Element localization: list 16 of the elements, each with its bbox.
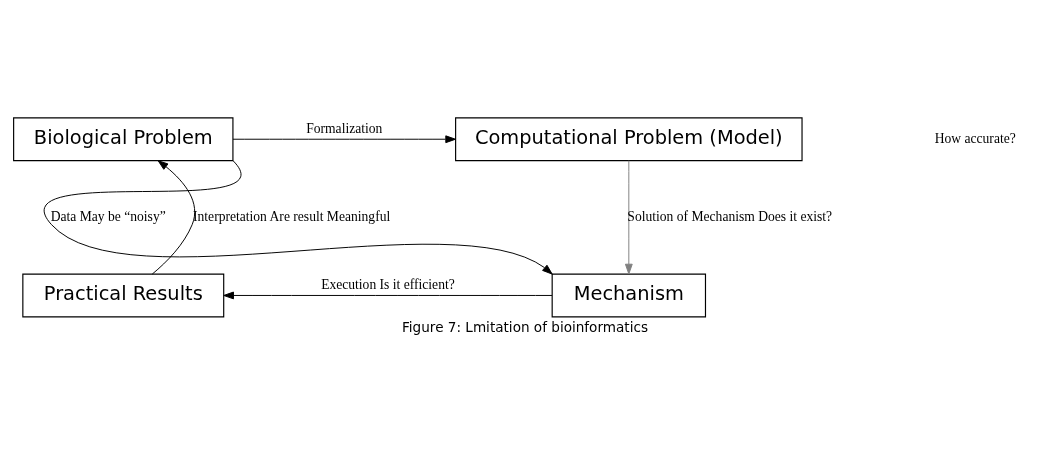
caption: Figure 7: Lmitation of bioinformatics (402, 318, 648, 335)
arrow (232, 134, 456, 143)
node-box: Computational Problem (Model) (455, 116, 803, 161)
edge-label: Execution Is it efficient? (321, 276, 455, 292)
label: How accurate? (934, 130, 1016, 146)
node-box: Mechanism (551, 273, 707, 317)
arrow (223, 291, 553, 299)
arrow (43, 159, 553, 275)
edge-label: Interpretation Are result Meaningful (193, 208, 391, 224)
edge-label: Data May be “noisy” (50, 208, 166, 224)
edge-label: Solution of Mechanism Does it exist? (627, 208, 833, 224)
node-box: Practical Results (22, 273, 225, 317)
arrow (151, 159, 196, 275)
arrow (624, 159, 633, 274)
edge-label: Formalization (306, 120, 383, 136)
node-box: Biological Problem (13, 116, 234, 161)
